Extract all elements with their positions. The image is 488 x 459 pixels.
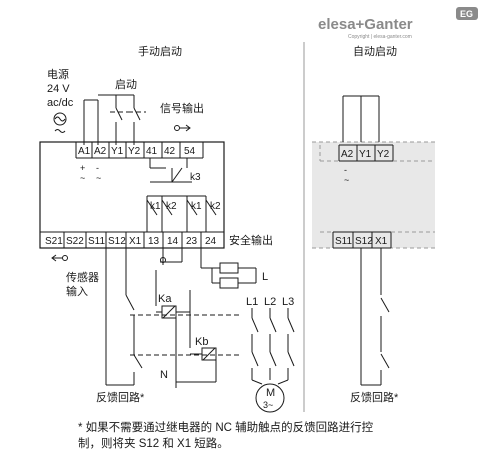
right-bottom-terminals: S11 S12 X1 [320, 231, 435, 249]
feedback-label-left: 反馈回路* [96, 391, 145, 404]
terminal-y1: Y1 [111, 146, 124, 157]
power-label-2: 24 V [47, 83, 70, 95]
signal-output-icon [174, 124, 191, 132]
sensor-input-label-2: 输入 [66, 284, 88, 298]
sensor-input-label-1: 传感器 [66, 271, 99, 284]
terminal-24: 24 [205, 236, 217, 247]
badge-text: EG [460, 9, 473, 19]
polarity-a1-tilde: ~ [80, 173, 85, 183]
terminal-42: 42 [164, 146, 176, 157]
right-terminal-s12: S12 [355, 236, 373, 247]
bottom-terminal-strip: S21 S22 S11 S12 X1 13 14 23 24 [40, 231, 224, 248]
three-phase-lines: L1 L2 L3 [246, 296, 295, 385]
motor-label-3: 3~ [263, 400, 273, 410]
feedback-loop-right [360, 248, 390, 386]
signal-output-label: 信号输出 [160, 101, 204, 115]
terminal-s11: S11 [88, 236, 105, 247]
relay-k3: k3 [190, 172, 201, 183]
safe-output-label: 安全输出 [229, 233, 273, 247]
terminal-13: 13 [148, 236, 160, 247]
safety-contacts: k1 k2 k1 k2 [146, 195, 221, 232]
coil-kb-label: Kb [195, 336, 208, 348]
terminal-41: 41 [146, 146, 158, 157]
terminal-s22: S22 [66, 236, 84, 247]
start-label: 启动 [115, 78, 137, 91]
right-top-terminals: A2 Y1 Y2 - ~ [319, 144, 435, 185]
relay-k1-b: k1 [191, 201, 202, 212]
phase-l3: L3 [282, 296, 294, 308]
neutral-label: N [160, 369, 168, 381]
output-wiring: L [160, 248, 268, 289]
terminal-a1: A1 [78, 146, 91, 157]
right-terminal-x1: X1 [375, 236, 388, 247]
ac-dc-icon [53, 112, 67, 133]
right-terminal-a2: A2 [341, 149, 354, 160]
footnote-line-2: 制，则将夹 S12 和 X1 短路。 [78, 438, 229, 450]
load-l-label: L [262, 271, 268, 283]
power-label-3: ac/dc [47, 97, 74, 109]
k3-contact: k3 [149, 158, 201, 183]
relay-k1-a: k1 [150, 201, 161, 212]
phase-l2: L2 [264, 296, 276, 308]
terminal-s21: S21 [45, 236, 63, 247]
footnote: * 如果不需要通过继电器的 NC 辅助触点的反馈回路进行控 制，则将夹 S12 … [78, 420, 468, 452]
terminal-x1: X1 [129, 236, 142, 247]
logo-text: elesa+Ganter [318, 16, 413, 33]
right-terminal-s11: S11 [335, 236, 352, 247]
right-terminal-y1: Y1 [359, 149, 372, 160]
polarity-a2-minus: - [96, 163, 99, 173]
polarity-a2-tilde: ~ [96, 173, 101, 183]
terminal-a2: A2 [94, 146, 107, 157]
coil-kb: Kb [176, 290, 217, 361]
terminal-23: 23 [186, 236, 198, 247]
sensor-input-icon [51, 254, 68, 262]
top-terminal-strip: A1 A2 Y1 Y2 41 42 54 [75, 142, 204, 159]
copyright-text: Copyright | elesa-ganter.com [348, 34, 412, 40]
coil-ka-label: Ka [158, 293, 172, 305]
left-panel-title: 手动启动 [138, 44, 182, 58]
right-module-fill [312, 142, 435, 248]
footnote-line-1: * 如果不需要通过继电器的 NC 辅助触点的反馈回路进行控 [78, 422, 374, 434]
supply-wires [83, 94, 146, 145]
feedback-loop-left [105, 248, 240, 386]
relay-k2-a: k2 [166, 201, 177, 212]
coil-ka: Ka [155, 270, 177, 319]
polarity-a1-plus: + [80, 163, 85, 173]
motor-icon: M 3~ [255, 383, 285, 413]
feedback-label-right: 反馈回路* [350, 391, 399, 404]
terminal-54: 54 [184, 146, 196, 157]
terminal-s12: S12 [108, 236, 126, 247]
motor-label-m: M [266, 387, 275, 399]
relay-module-box [39, 141, 225, 249]
right-panel-title: 自动启动 [353, 45, 397, 58]
terminal-y2: Y2 [128, 146, 141, 157]
right-terminal-y2: Y2 [377, 149, 390, 160]
power-label-1: 电源 [47, 67, 69, 81]
right-top-wiring [342, 95, 380, 142]
relay-k2-b: k2 [210, 201, 221, 212]
terminal-14: 14 [167, 236, 179, 247]
right-polarity-minus: - [344, 165, 347, 175]
neutral-line: N [160, 318, 217, 388]
badge-box [456, 7, 478, 20]
right-polarity-tilde: ~ [344, 175, 349, 185]
brand-logo: elesa+Ganter EG Copyright | elesa-ganter… [318, 7, 478, 40]
phase-l1: L1 [246, 296, 258, 308]
